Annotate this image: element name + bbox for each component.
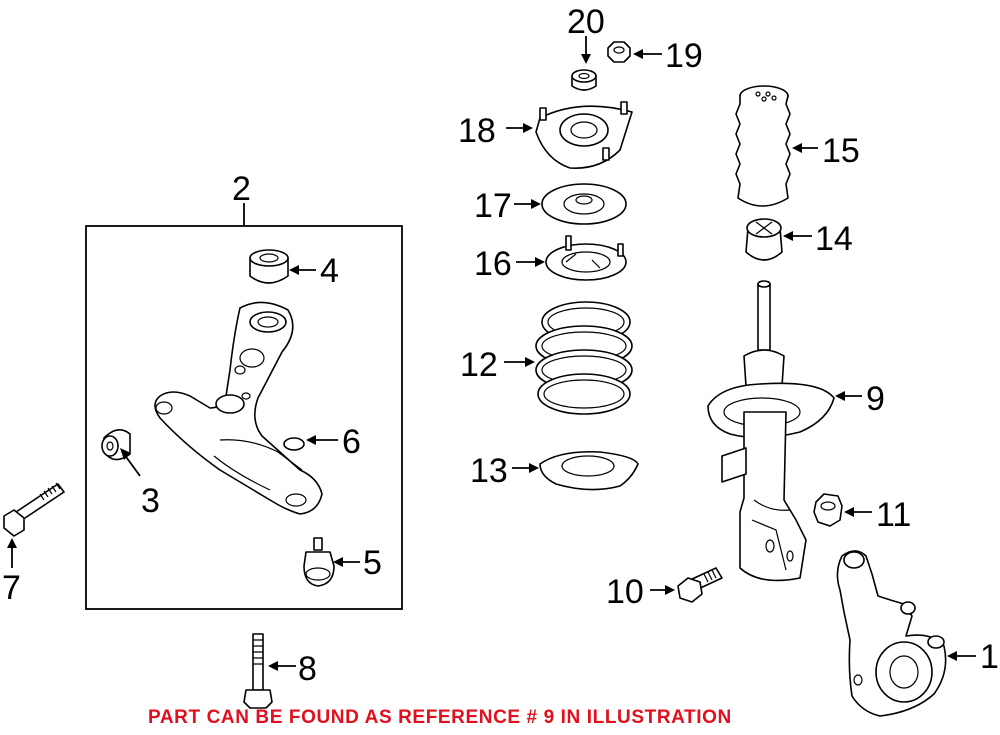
callout-7[interactable]: 7	[2, 569, 21, 607]
arrow-13	[529, 463, 539, 473]
part-15-dust-boot[interactable]	[735, 85, 791, 207]
part-20-cap[interactable]	[571, 69, 597, 91]
arrow-6	[306, 435, 316, 445]
callout-20[interactable]: 20	[567, 3, 605, 41]
lower-control-arm[interactable]	[154, 301, 323, 515]
arrow-14	[783, 231, 793, 241]
arrow-10	[665, 585, 675, 595]
callout-6[interactable]: 6	[342, 423, 361, 461]
arrow-8	[268, 661, 278, 671]
callout-4[interactable]: 4	[320, 252, 339, 290]
part-10-bolt[interactable]	[677, 567, 723, 603]
arrow-20	[581, 54, 591, 64]
part-17-bearing[interactable]	[541, 183, 627, 225]
callout-14[interactable]: 14	[815, 220, 853, 258]
leader-3	[123, 453, 141, 477]
callout-13[interactable]: 13	[470, 452, 508, 490]
part-3-bushing[interactable]	[101, 429, 131, 461]
arrow-3	[120, 448, 131, 460]
callout-2[interactable]: 2	[232, 170, 251, 208]
arrow-7	[7, 538, 17, 548]
callout-5[interactable]: 5	[363, 544, 382, 582]
arrow-16	[535, 257, 545, 267]
callout-15[interactable]: 15	[822, 132, 860, 170]
arrow-4	[289, 265, 299, 275]
part-7-bolt[interactable]	[3, 482, 65, 537]
arrow-18	[523, 123, 533, 133]
part-4-bushing[interactable]	[249, 249, 289, 284]
callout-18[interactable]: 18	[458, 112, 496, 150]
part-19-nut[interactable]	[607, 41, 631, 63]
callout-8[interactable]: 8	[298, 650, 317, 688]
part-5-ball-joint[interactable]	[303, 537, 335, 587]
arrow-12	[525, 357, 535, 367]
part-9-strut-assembly[interactable]	[707, 280, 835, 582]
arrow-17	[531, 199, 541, 209]
arrow-9	[835, 391, 845, 401]
callout-19[interactable]: 19	[665, 37, 703, 75]
callout-9[interactable]: 9	[866, 380, 885, 418]
part-11-nut[interactable]	[813, 493, 843, 527]
part-14-bump-stop[interactable]	[745, 218, 783, 261]
arrow-5	[333, 557, 343, 567]
callout-1[interactable]: 1	[980, 638, 999, 676]
arrow-15	[792, 143, 802, 153]
part-16-spring-seat[interactable]	[545, 235, 627, 281]
part-8-bolt[interactable]	[243, 633, 273, 709]
callout-17[interactable]: 17	[474, 187, 512, 225]
part-1-steering-knuckle[interactable]	[836, 550, 947, 717]
part-13-spring-pad[interactable]	[539, 450, 639, 491]
part-12-coil-spring[interactable]	[535, 301, 633, 415]
callout-10[interactable]: 10	[606, 573, 644, 611]
part-reference-notice: PART CAN BE FOUND AS REFERENCE # 9 IN IL…	[148, 707, 732, 728]
part-6-o-ring[interactable]	[283, 437, 305, 451]
arrow-11	[844, 507, 854, 517]
callout-3[interactable]: 3	[141, 482, 160, 520]
callout-16[interactable]: 16	[474, 245, 512, 283]
part-18-strut-mount[interactable]	[535, 101, 633, 169]
arrow-1	[947, 651, 957, 661]
arrow-19	[633, 49, 643, 59]
callout-11[interactable]: 11	[876, 496, 911, 534]
callout-12[interactable]: 12	[460, 346, 498, 384]
